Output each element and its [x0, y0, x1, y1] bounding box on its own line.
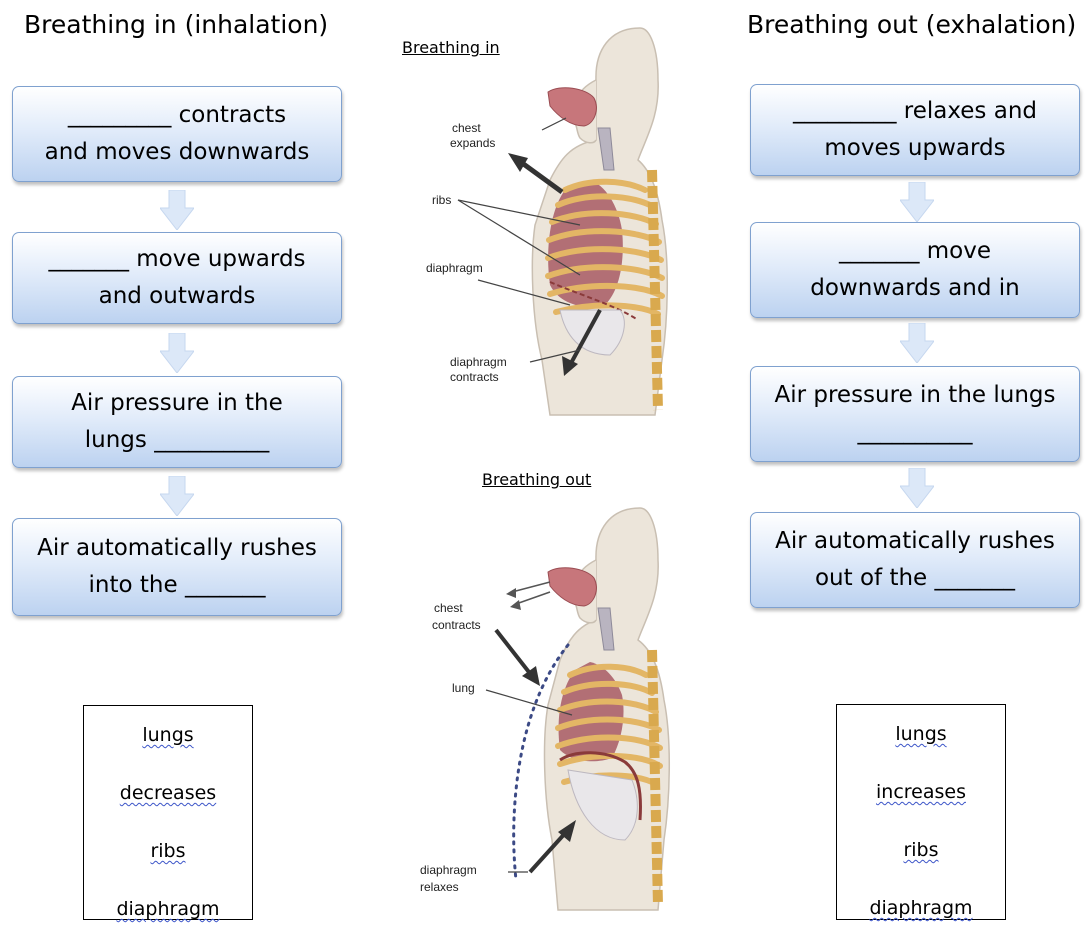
word-bank-item: ribs: [837, 839, 1005, 861]
exhalation-title: Breathing out (exhalation): [747, 10, 1076, 39]
label-diaphragm-2: diaphragm: [450, 355, 507, 369]
step-line: Air pressure in the lungs: [774, 377, 1055, 414]
breathing-out-illustration: chest contracts lung diaphragm relaxes: [400, 500, 720, 920]
step-line: downwards and in: [810, 270, 1019, 307]
label-ribs: ribs: [432, 193, 451, 207]
step-line: __________: [774, 414, 1055, 451]
word-bank-item: diaphragm: [837, 897, 1005, 919]
label-diaphragm: diaphragm: [426, 261, 483, 275]
step-line: _______ move upwards: [48, 241, 305, 278]
flow-arrow-down-icon: [900, 323, 934, 363]
step-line: lungs __________: [71, 422, 283, 459]
flow-arrow-down-icon: [160, 333, 194, 373]
label-contracts: contracts: [450, 370, 499, 384]
step-line: into the _______: [37, 567, 317, 604]
label-expands: expands: [450, 136, 495, 150]
flow-arrow-down-icon: [160, 476, 194, 516]
flow-arrow-down-icon: [160, 190, 194, 230]
label-chest: chest: [452, 121, 481, 135]
word-bank-item: lungs: [837, 723, 1005, 745]
label-chest: chest: [434, 601, 463, 615]
exhalation-step-3: Air pressure in the lungs__________: [750, 366, 1080, 462]
word-bank-item: lungs: [84, 724, 252, 746]
step-line: moves upwards: [793, 130, 1037, 167]
step-line: out of the _______: [775, 560, 1055, 597]
flow-arrow-down-icon: [900, 182, 934, 222]
inhalation-word-bank: lungs decreases ribs diaphragm: [83, 705, 253, 920]
word-bank-item: increases: [837, 781, 1005, 803]
breathing-in-illustration: chest expands ribs diaphragm diaphragm c…: [400, 20, 720, 420]
label-contracts: contracts: [432, 618, 481, 632]
flow-arrow-down-icon: [900, 468, 934, 508]
step-line: and outwards: [48, 278, 305, 315]
step-line: _________ contracts: [45, 97, 310, 134]
label-lung: lung: [452, 681, 475, 695]
inhalation-title: Breathing in (inhalation): [24, 10, 328, 39]
exhalation-word-bank: lungs increases ribs diaphragm: [836, 704, 1006, 920]
label-relaxes: relaxes: [420, 880, 459, 894]
label-diaphragm: diaphragm: [420, 863, 477, 877]
word-bank-item: diaphragm: [84, 898, 252, 920]
step-line: and moves downwards: [45, 134, 310, 171]
step-line: Air automatically rushes: [37, 530, 317, 567]
step-line: Air pressure in the: [71, 385, 283, 422]
word-bank-item: decreases: [84, 782, 252, 804]
word-bank-item: ribs: [84, 840, 252, 862]
step-line: Air automatically rushes: [775, 523, 1055, 560]
step-line: _________ relaxes and: [793, 93, 1037, 130]
figure-bottom-title: Breathing out: [482, 470, 591, 489]
step-line: _______ move: [810, 233, 1019, 270]
